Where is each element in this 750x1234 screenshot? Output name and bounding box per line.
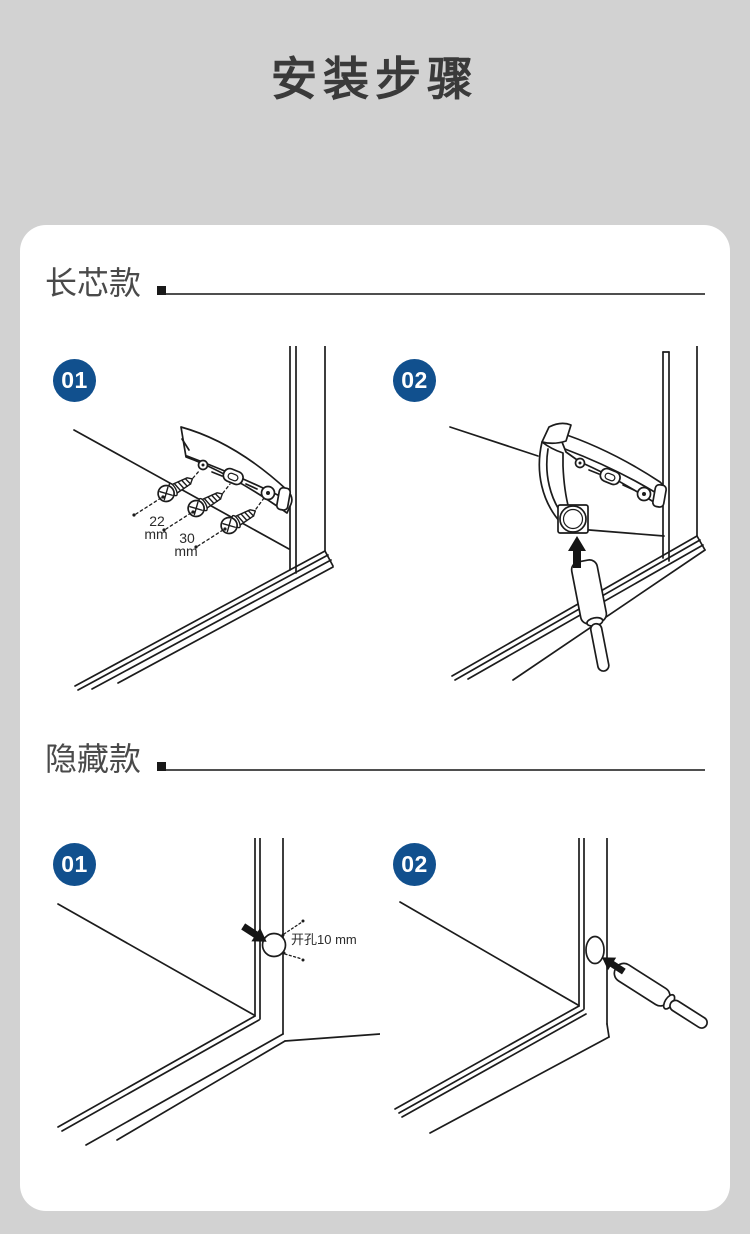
leader-lines (283, 920, 303, 960)
step-badge: 01 (53, 358, 96, 402)
step-badge: 02 (393, 842, 436, 886)
drill-hole (585, 935, 605, 964)
dim-30-unit: mm (174, 543, 197, 559)
long-core-steps-row: 01 (45, 345, 725, 696)
step-panel-long-core-01: 01 (45, 345, 385, 696)
diagram-hidden-step2-insert-rod (394, 837, 708, 1134)
step-panel-long-core-02: 02 (385, 345, 725, 696)
cabinet-frame (73, 345, 334, 691)
section-rule (157, 285, 705, 295)
diagram-long-core-step2-insert-rod (449, 345, 706, 681)
cabinet-frame (57, 837, 380, 1146)
cabinet-frame (394, 837, 610, 1134)
screw-icon (217, 502, 261, 538)
dimension-lines (135, 469, 265, 547)
page-title: 安装步骤 (271, 53, 479, 105)
drill-hole (261, 932, 287, 957)
section-title-hidden: 隐藏款 (45, 740, 142, 777)
step-panel-hidden-01: 01 (45, 837, 385, 1158)
dim-22-label: 22 (149, 513, 165, 529)
hidden-steps-row: 01 (45, 837, 725, 1158)
step-badge: 02 (393, 358, 436, 402)
step-badge: 01 (53, 842, 96, 886)
section-header-hidden: 隐藏款 (45, 741, 725, 778)
arrow-icon (602, 956, 626, 974)
section-header-long-core: 长芯款 (45, 265, 725, 302)
damper-bracket (538, 422, 668, 534)
section-rule (157, 761, 705, 771)
screw-icon (154, 470, 198, 506)
dim-22-unit: mm (144, 526, 167, 542)
arrow-icon (241, 923, 267, 942)
dim-30-label: 30 (179, 530, 195, 546)
step-panel-hidden-02: 02 (385, 837, 725, 1158)
push-rod (570, 558, 610, 672)
section-title-long-core: 长芯款 (45, 265, 142, 301)
dimension-dots (132, 495, 227, 549)
diagram-hidden-step1-drill-hole: 开孔10 mm (57, 837, 380, 1146)
hole-size-label: 开孔10 mm (291, 932, 357, 947)
push-rod (613, 962, 708, 1029)
screw-icon (184, 485, 228, 521)
instructions-card: 长芯款 01 (20, 225, 730, 1211)
up-arrow-icon (568, 535, 586, 568)
diagram-long-core-step1-screws: 22 mm 30 mm (73, 345, 334, 691)
cabinet-frame (449, 345, 706, 681)
mounting-bracket (180, 425, 293, 514)
